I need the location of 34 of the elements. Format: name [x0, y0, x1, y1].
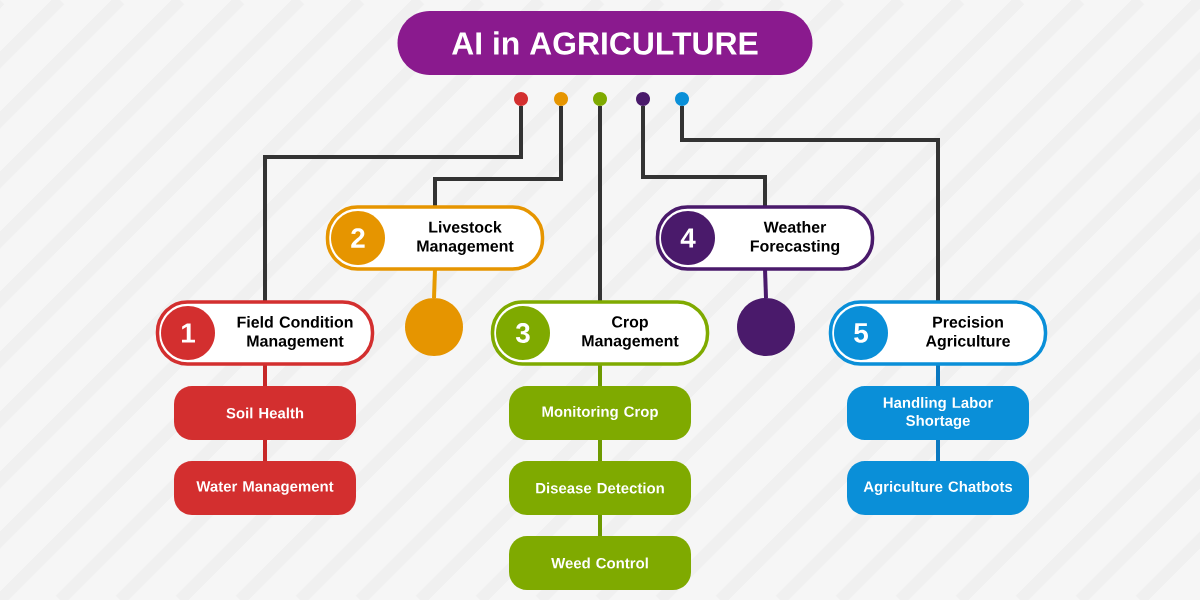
connector-line — [263, 440, 267, 461]
connector-line — [680, 106, 940, 302]
connector-line — [763, 268, 768, 299]
dot-marker — [593, 92, 607, 106]
topic-box: Disease Detection — [509, 461, 691, 515]
ball-marker — [737, 298, 795, 356]
category-pill: 2 Livestock Management — [325, 205, 545, 271]
dot-marker — [675, 92, 689, 106]
dot-marker — [554, 92, 568, 106]
topic-box: Agriculture Chatbots — [847, 461, 1029, 515]
connector-line — [598, 440, 602, 461]
topic-box: Handling Labor Shortage — [847, 386, 1029, 440]
category-pill: 5 Precision Agriculture — [828, 300, 1048, 366]
connector-line — [936, 440, 940, 461]
dot-marker — [514, 92, 528, 106]
connector-line — [598, 364, 602, 386]
connector-line — [641, 106, 767, 207]
topic-box: Soil Health — [174, 386, 356, 440]
topic-box: Weed Control — [509, 536, 691, 590]
dot-marker — [636, 92, 650, 106]
topic-box: Water Management — [174, 461, 356, 515]
topic-box: Monitoring Crop — [509, 386, 691, 440]
connector-line — [936, 364, 940, 386]
connector-line — [263, 364, 267, 386]
connector-line — [433, 106, 563, 207]
connector-line — [263, 106, 523, 302]
connector-line — [432, 268, 437, 299]
category-pill: 4 Weather Forecasting — [655, 205, 875, 271]
connector-line — [598, 515, 602, 536]
title-banner: AI in AGRICULTURE — [397, 11, 813, 75]
connector-line — [598, 106, 602, 302]
category-pill: 1 Field Condition Management — [155, 300, 375, 366]
ball-marker — [405, 298, 463, 356]
category-pill: 3 Crop Management — [490, 300, 710, 366]
